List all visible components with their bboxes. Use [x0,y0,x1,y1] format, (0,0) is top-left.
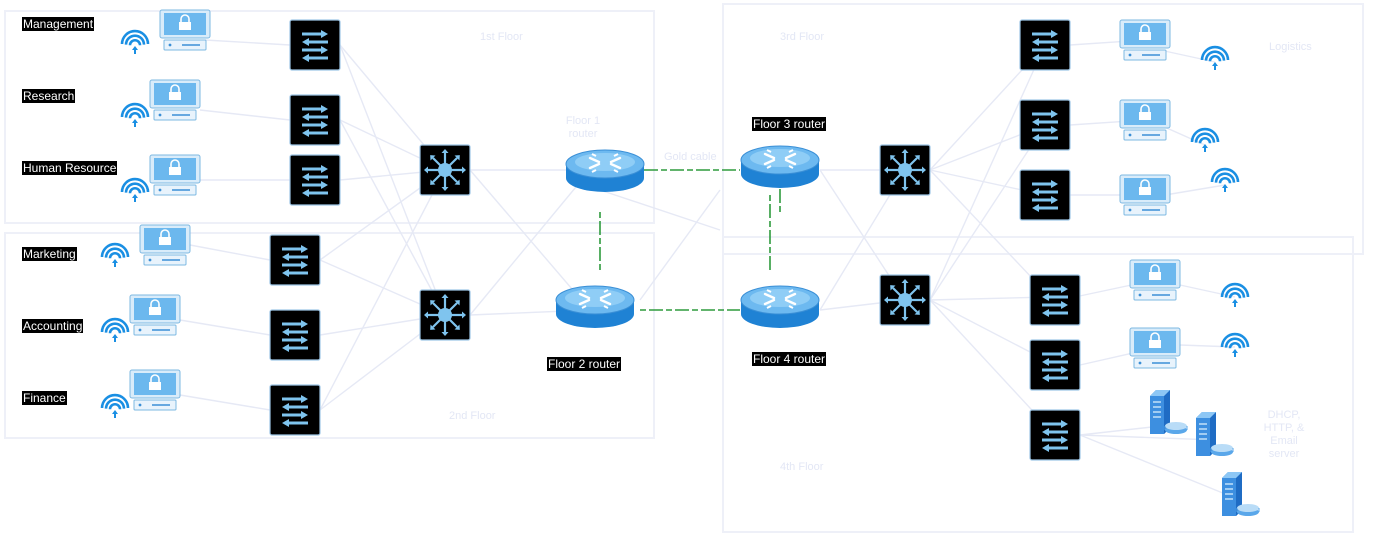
switch-floor4-b [1029,339,1081,391]
label-second-floor: 2nd Floor [449,410,496,422]
switch-accounting [269,309,321,361]
faint-link-5 [179,394,271,411]
server-http [1196,412,1234,456]
label-third-floor: 3rd Floor [780,31,825,43]
wifi-icon-human-resource [120,177,150,202]
faint-link-31 [929,124,1046,301]
wifi-icon-logistics-1 [1200,45,1230,70]
core-switch-floor3 [879,144,931,196]
faint-link-18 [469,169,591,311]
wifi-icon-research [120,102,150,127]
core-switch-floor4 [879,274,931,326]
faint-link-12 [339,44,446,316]
switch-human-resource [289,154,341,206]
server-dhcp [1150,390,1188,434]
floor-boxes [4,3,1364,533]
computer-marketing [139,224,191,266]
computer-management [159,9,211,51]
faint-link-32 [929,44,1046,301]
faint-link-39 [1079,434,1216,441]
computer-logistics-1 [1119,19,1171,61]
switch-floor3-a [1019,19,1071,71]
floor4-router [740,285,820,328]
faint-link-19 [469,169,591,316]
switch-management [289,19,341,71]
computer-floor3-c [1119,174,1171,216]
computer-floor4-a [1129,259,1181,301]
switch-floor4-a [1029,274,1081,326]
wifi-icon-floor4-a [1220,282,1250,307]
floor1-router [565,149,645,192]
label-marketing: Marketing [22,247,77,261]
faint-link-1 [199,109,291,121]
label-first-floor: 1st Floor [480,31,523,43]
wifi-icon-finance [100,393,130,418]
floor-box-1 [4,10,655,224]
switch-floor3-c [1019,169,1071,221]
wifi-icon-management [120,29,150,54]
computer-human-resource [149,154,201,196]
switch-floor4-c [1029,409,1081,461]
label-management: Management [22,17,95,31]
switch-marketing [269,234,321,286]
label-finance: Finance [22,391,67,405]
label-fourth-floor: 4th Floor [780,461,824,473]
faint-link-40 [1079,434,1241,501]
label-accounting: Accounting [22,319,84,333]
computer-research [149,79,201,121]
label-research: Research [22,89,76,103]
faint-link-4 [179,319,271,336]
floor2-router [555,285,635,328]
faint-link-47 [639,189,721,301]
floor-box-3 [722,3,1364,255]
faint-link-3 [189,244,271,261]
wifi-icon-accounting [100,317,130,342]
wifi-icon-logistics-2 [1190,127,1220,152]
wifi-icon-marketing [100,242,130,267]
label-logistics: Logistics [1269,41,1312,53]
faint-link-46 [599,189,721,231]
faint-link-43 [1164,184,1226,196]
computer-finance [129,369,181,411]
floor3-router [740,145,820,188]
faint-link-13 [339,119,446,316]
label-floor3-router: Floor 3 router [752,117,827,131]
wifi-icon-floor3-c [1210,167,1240,192]
switch-floor3-b [1019,99,1071,151]
switch-research [289,94,341,146]
label-cable: Gold cable [664,151,717,163]
label-servers: DHCP, HTTP, & Email server [1263,409,1305,460]
switch-finance [269,384,321,436]
label-human-resource: Human Resource [22,161,118,175]
wifi-icon-floor4-b [1220,332,1250,357]
label-floor4-router: Floor 4 router [752,352,827,366]
core-switch-floor1 [419,144,471,196]
floor-box-2 [4,232,655,439]
core-switch-floor2 [419,289,471,341]
faint-link-0 [204,39,291,46]
computer-logistics-2 [1119,99,1171,141]
faint-link-14 [319,169,446,411]
computer-accounting [129,294,181,336]
server-email [1222,472,1260,516]
computer-floor4-b [1129,327,1181,369]
label-floor2-router: Floor 2 router [547,357,622,371]
floor-box-4 [722,236,1354,533]
label-floor1-router: Floor 1 router [565,115,601,140]
